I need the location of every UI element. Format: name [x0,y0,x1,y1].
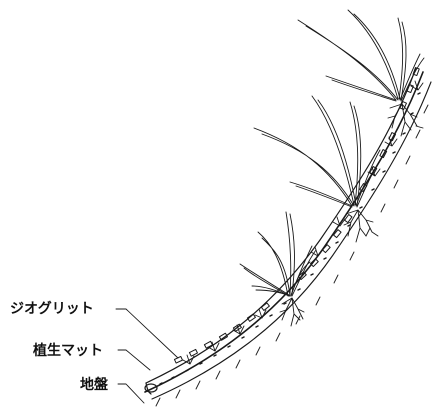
vegetation-mat-layer [144,67,421,395]
grass-clump-3 [297,9,425,137]
vegetation-mat-label: 植生マット [33,343,103,359]
ground-label: 地盤 [80,377,108,393]
leader-lines [115,308,179,404]
geogrid-label: ジオグリット [10,301,94,317]
sprouts [182,80,424,365]
grass-clump-1 [239,211,317,327]
grass-clump-2 [253,95,385,243]
ground-slope [144,71,432,407]
geogrid-layer [173,67,420,364]
